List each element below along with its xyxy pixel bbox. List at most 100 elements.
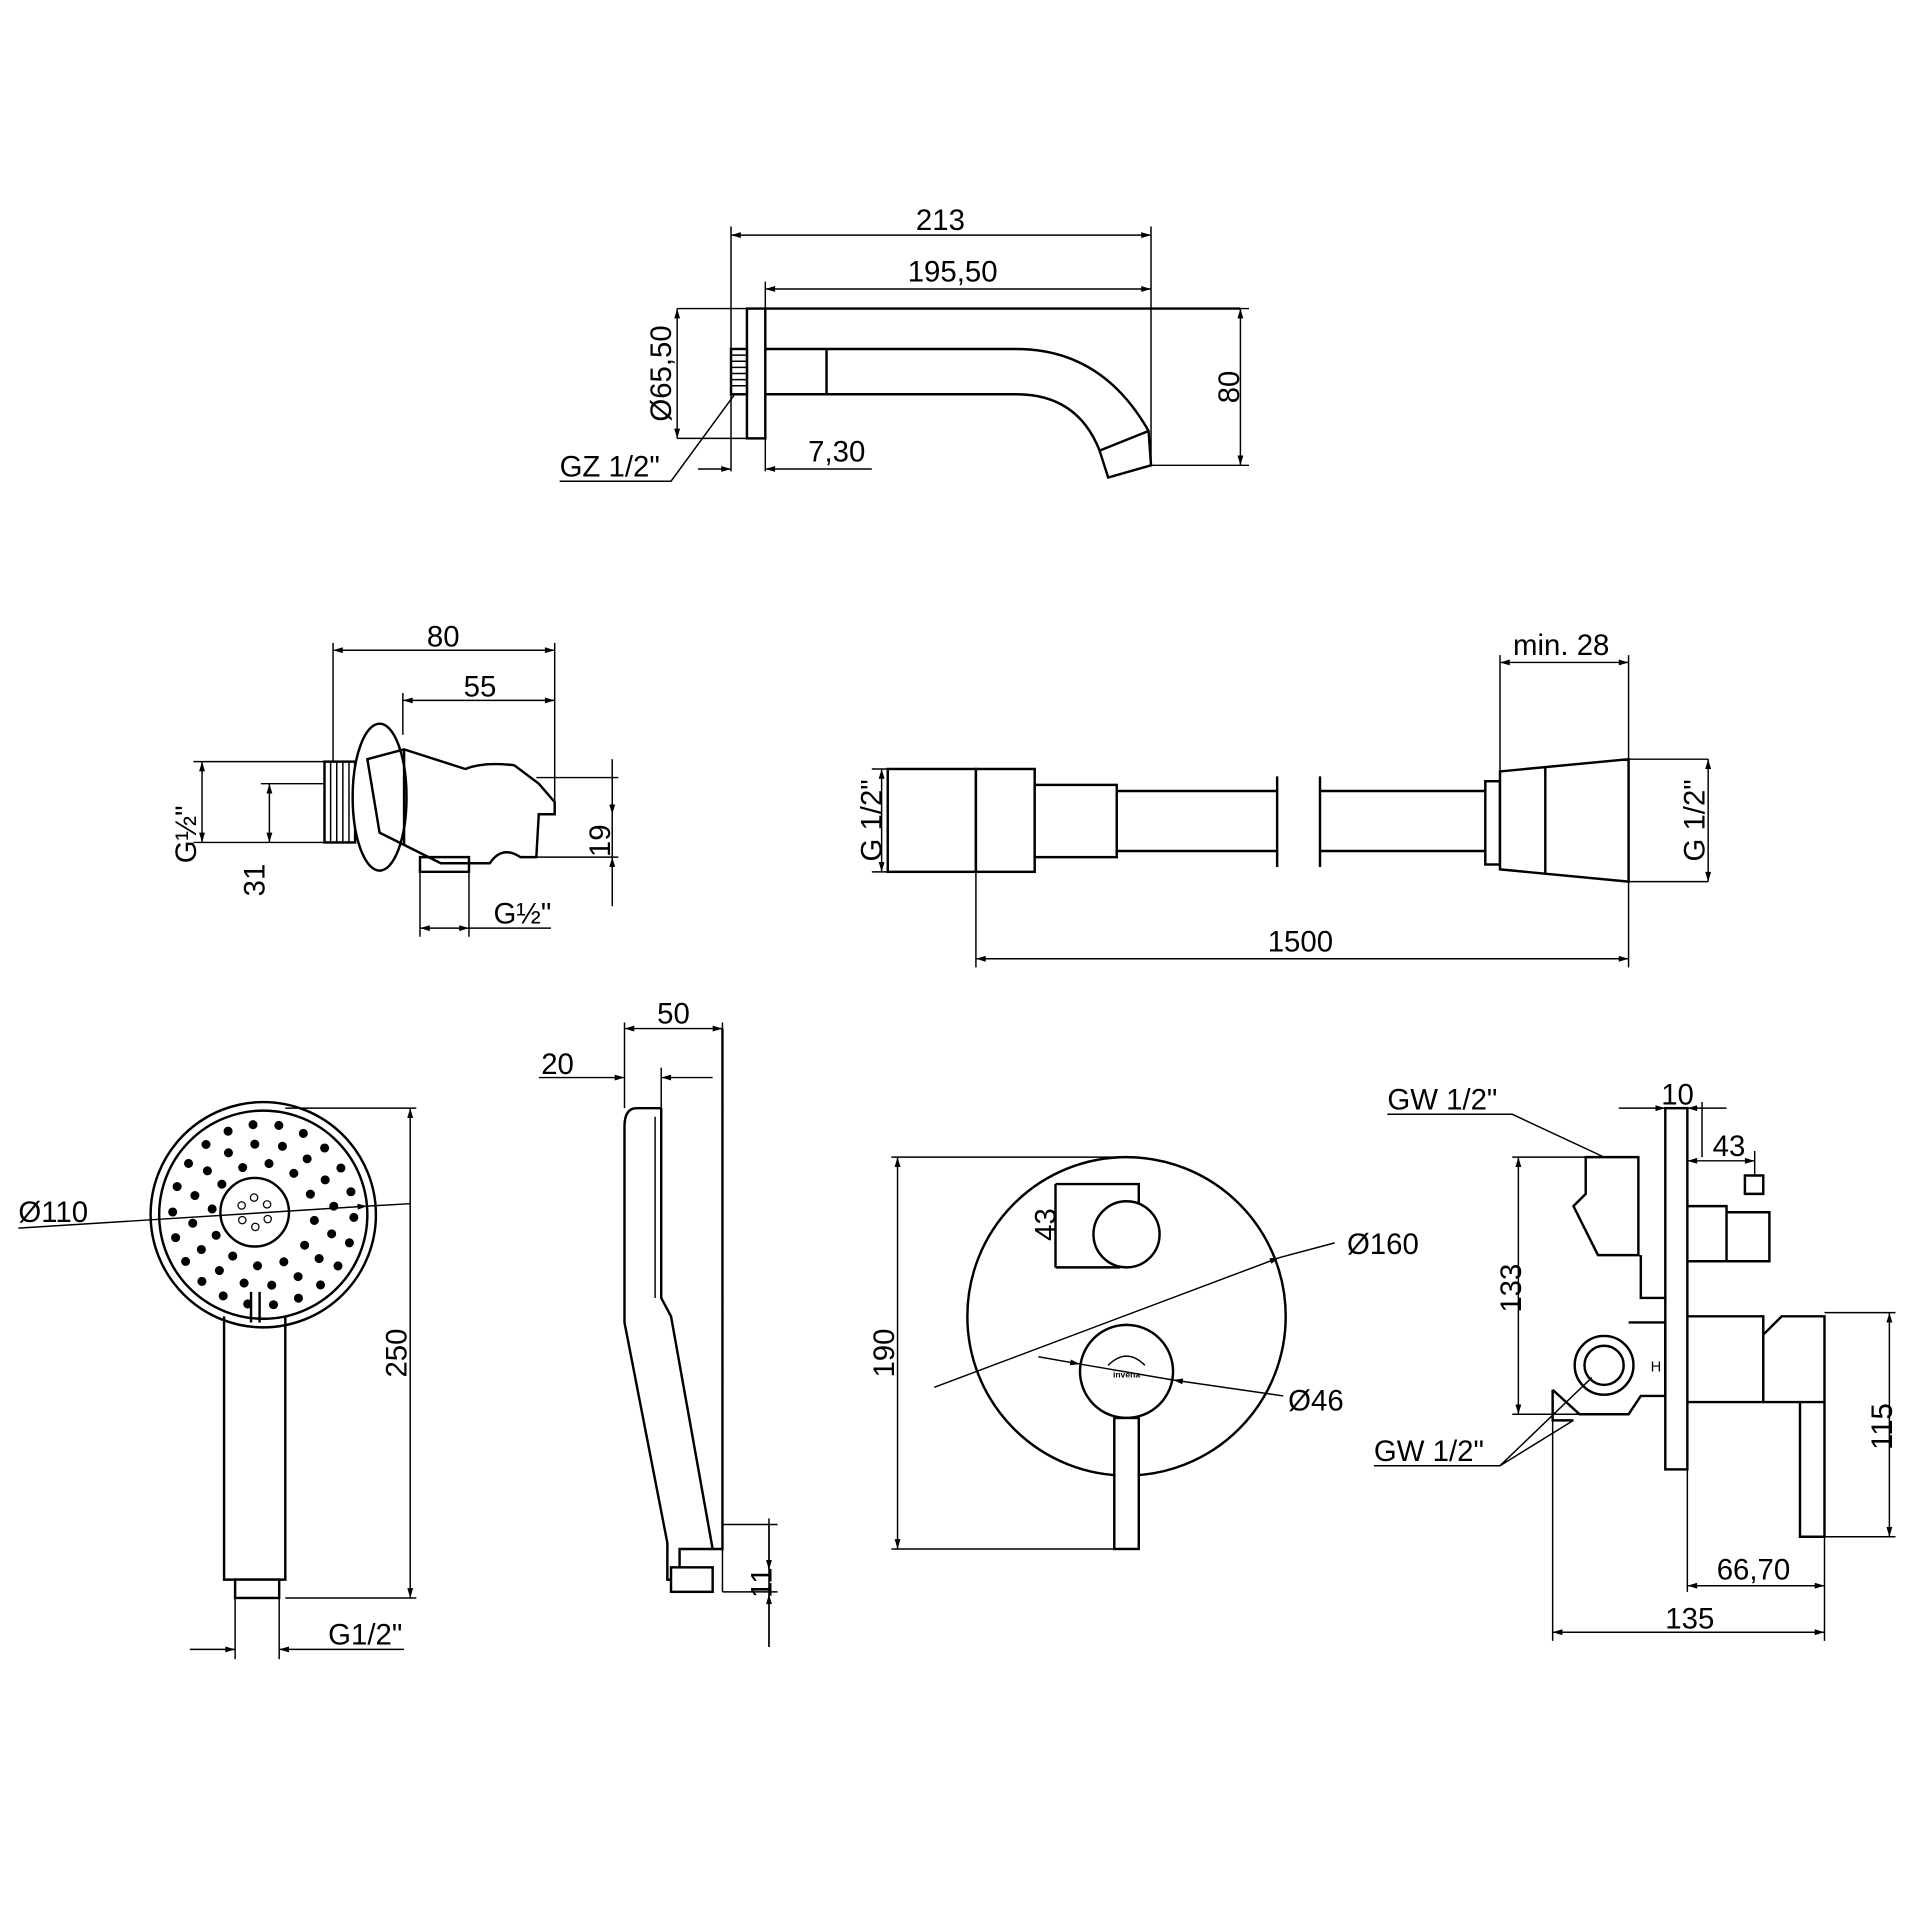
nozzle-dot	[228, 1251, 238, 1261]
thread-label: GZ 1/2"	[560, 450, 660, 483]
dim-label-135: 135	[1665, 1603, 1714, 1636]
dim-label-160: Ø160	[1347, 1228, 1419, 1261]
nozzle-dot	[262, 1200, 272, 1209]
nozzle-dot	[252, 1261, 263, 1271]
nozzle-dot	[302, 1154, 312, 1164]
nozzle-dot	[237, 1201, 246, 1210]
wall-plate	[745, 307, 767, 440]
nozzle-dot	[309, 1215, 319, 1225]
nozzle-dot	[316, 1280, 326, 1290]
dim-label-diameter: Ø65,50	[645, 325, 678, 421]
thread-label: G1/2"	[328, 1618, 402, 1651]
elbow-body	[365, 748, 556, 865]
nozzle-dot	[217, 1179, 227, 1189]
nozzle-dot	[197, 1276, 207, 1286]
nozzle-dot	[183, 1158, 194, 1168]
dim-label-80: 80	[1213, 371, 1246, 404]
nozzle-dot	[211, 1230, 221, 1240]
dim-label-43: 43	[1030, 1208, 1063, 1241]
nozzle-dot	[327, 1229, 337, 1239]
hand-shower-front-view: Ø110 250 G1/2"	[18, 1100, 417, 1660]
dim-label-213: 213	[916, 204, 965, 237]
nozzle-dot	[188, 1218, 198, 1228]
nozzle-dot	[207, 1204, 217, 1214]
nozzle-dot	[168, 1207, 178, 1217]
nozzle-dot	[248, 1120, 258, 1130]
nozzle-dot	[289, 1168, 299, 1178]
wall-outlet-view: 80 55 G½" 31 19 G½"	[170, 621, 619, 937]
dim-label-190: 190	[868, 1329, 901, 1378]
shower-hose-view: min. 28 G 1/2" G 1/2" 1500	[856, 629, 1711, 968]
dim-label-43: 43	[1713, 1130, 1746, 1163]
bath-spout-view: 213 195,50 80 Ø65,50 GZ 1/2" 7,30	[559, 204, 1249, 483]
nozzle-dot	[300, 1240, 310, 1250]
thread	[323, 760, 357, 844]
dim-label-133: 133	[1495, 1264, 1528, 1313]
nozzle-dot	[190, 1190, 200, 1201]
nozzle-dot	[251, 1222, 260, 1232]
nozzle-dot	[238, 1215, 247, 1225]
nozzle-dot	[293, 1293, 303, 1303]
nozzle-dot	[293, 1272, 303, 1282]
dim-label-7: 7,30	[808, 436, 865, 469]
spout-body	[765, 307, 1241, 480]
nozzle-dot	[344, 1238, 354, 1248]
mixer-side-view: H 10 43 133 115 66,70 135 GW 1/2" GW 1/2…	[1373, 1078, 1899, 1641]
flange	[351, 722, 408, 872]
dim-label-11: 11	[745, 1567, 778, 1598]
nozzle-dot	[218, 1291, 228, 1301]
thread-label-left: G 1/2"	[856, 779, 889, 861]
dim-label-55: 55	[464, 671, 497, 704]
nozzle-dot	[268, 1300, 279, 1310]
nozzle-dot	[202, 1166, 212, 1176]
nozzle-dot	[320, 1175, 330, 1185]
nozzle-dot	[336, 1163, 346, 1173]
mixer-front-view: invena 190 Ø160 Ø46 43	[868, 1155, 1419, 1551]
nozzle-dot	[264, 1159, 274, 1169]
dim-label-80: 80	[427, 621, 460, 654]
nozzle-dot	[250, 1139, 260, 1149]
dim-label-50: 50	[657, 998, 690, 1031]
dim-label-110: Ø110	[18, 1196, 88, 1229]
brand-logo: invena	[1113, 1370, 1140, 1380]
nozzle-dot	[298, 1128, 308, 1138]
nozzle-dot	[279, 1257, 289, 1267]
dim-label-46: Ø46	[1288, 1385, 1344, 1418]
dim-label-1500: 1500	[1268, 925, 1333, 958]
h-marking: H	[1651, 1359, 1662, 1375]
nozzle-dot	[223, 1126, 233, 1136]
nozzle-dot	[214, 1266, 224, 1276]
nozzle-dot	[333, 1261, 343, 1271]
nozzle-dot	[238, 1163, 248, 1173]
thread-label-right: G 1/2"	[1678, 779, 1711, 861]
nozzle-dot	[172, 1182, 182, 1192]
nozzle-dot	[223, 1148, 233, 1158]
dim-label-115: 115	[1866, 1403, 1899, 1450]
nozzle-dot	[181, 1256, 191, 1266]
dim-label-19: 19	[584, 824, 617, 857]
dim-label-20: 20	[541, 1048, 574, 1081]
dim-label-250: 250	[381, 1329, 414, 1378]
dim-label-10: 10	[1661, 1078, 1694, 1111]
nozzle-dot	[349, 1212, 359, 1222]
lever	[1113, 1416, 1140, 1551]
nozzle-dot	[320, 1143, 330, 1153]
thread-label-bottom: GW 1/2"	[1374, 1435, 1484, 1468]
dim-label-31: 31	[238, 864, 271, 897]
nozzle-dot	[277, 1141, 287, 1151]
dim-label-min28: min. 28	[1513, 629, 1609, 662]
thread-label-left: G½"	[170, 805, 203, 863]
nozzle-dot	[314, 1254, 324, 1264]
spray-nozzles	[168, 1120, 359, 1310]
nozzle-dot	[267, 1280, 277, 1290]
dim-label-66: 66,70	[1717, 1554, 1791, 1587]
nozzle-dot	[249, 1193, 259, 1202]
hand-shower-side-view: 50 20 11	[538, 998, 778, 1647]
dim-label-195: 195,50	[908, 256, 998, 289]
nozzle-dot	[239, 1278, 249, 1288]
nozzle-dot	[201, 1139, 211, 1150]
thread-label-bottom: G½"	[493, 897, 551, 930]
thread-label-top: GW 1/2"	[1387, 1083, 1497, 1116]
thread	[729, 347, 749, 396]
